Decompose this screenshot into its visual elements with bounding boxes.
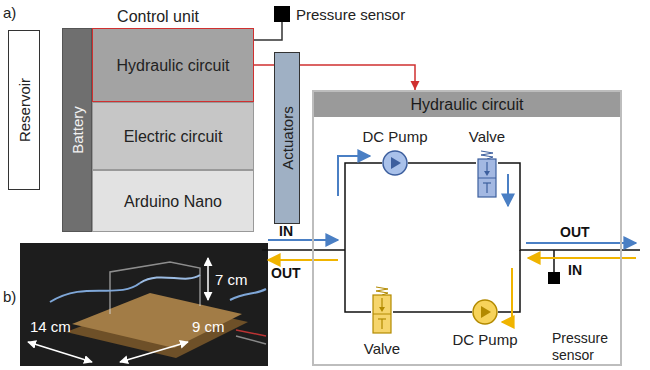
- free-label: OUT: [560, 224, 590, 241]
- control-unit-box: Control unitBatteryHydraulic circuitElec…: [62, 28, 254, 232]
- node-label: Actuators: [279, 106, 296, 169]
- pipe: [262, 249, 345, 251]
- flow-arrow: [528, 257, 636, 259]
- pump-body: [383, 151, 407, 175]
- reservoir-box: Reservoir: [8, 30, 40, 190]
- node-label: Reservoir: [16, 78, 33, 142]
- pump-symbol: DC Pump: [472, 299, 498, 325]
- valve-block: [378, 318, 386, 319]
- node-label: Valve: [364, 340, 400, 357]
- free-label: 14 cm: [30, 318, 71, 335]
- sensor-line: [553, 250, 555, 272]
- flow-arrow: [268, 259, 338, 261]
- valve-spring: [481, 151, 493, 159]
- pump-mark: [391, 157, 401, 169]
- flow-arrow: [268, 239, 338, 241]
- dimension-line: [120, 342, 188, 362]
- photo-tube: [230, 289, 266, 300]
- free-label: 9 cm: [192, 318, 225, 335]
- photo-tube: [140, 275, 200, 283]
- node-label: Control unit: [117, 8, 199, 25]
- node-label: DC Pump: [452, 331, 517, 348]
- valve-block: [486, 183, 487, 193]
- connector: [408, 163, 476, 164]
- pump-symbol: [382, 150, 408, 176]
- valve-arrow: [484, 171, 490, 176]
- valve-body: [373, 295, 391, 333]
- photo-board: [72, 293, 242, 348]
- connector-line: [254, 22, 282, 40]
- valve-symbol: [371, 286, 393, 334]
- pipe: [345, 163, 382, 250]
- device-photo: [20, 243, 268, 366]
- node-label: Battery: [69, 106, 86, 154]
- connector-line: [393, 311, 472, 313]
- valve-block: [483, 182, 491, 183]
- valve-block: [381, 319, 382, 329]
- photo-housing: [110, 262, 200, 314]
- free-label: IN: [568, 262, 582, 279]
- node-label: Valve: [469, 128, 505, 145]
- valve-divider: [478, 178, 496, 179]
- connector-line: [408, 162, 476, 164]
- pipe: [345, 250, 371, 312]
- photo-wire: [236, 336, 266, 344]
- dimension-line: [28, 342, 92, 362]
- free-label: IN: [279, 223, 293, 240]
- pressure-sensor: Pressure sensor: [548, 272, 560, 284]
- arduino-box: Arduino Nano: [92, 170, 254, 232]
- node-label: Arduino Nano: [124, 193, 222, 210]
- node-label: DC Pump: [362, 128, 427, 145]
- node-label: Pressure sensor: [552, 330, 612, 364]
- valve-symbol: Valve: [371, 286, 393, 334]
- pipe: [498, 250, 520, 312]
- dimension-line: [207, 258, 209, 300]
- free-label: a): [3, 4, 16, 21]
- pump-body: [473, 300, 497, 324]
- valve-arrow: [379, 307, 385, 312]
- connector: [393, 312, 472, 313]
- valve-symbol: [476, 150, 498, 198]
- valve-body: [478, 159, 496, 197]
- flow-arrow: [502, 268, 512, 322]
- valve-symbol: Valve: [476, 150, 498, 198]
- photo-wire: [236, 330, 266, 336]
- electric-box: Electric circuit: [92, 102, 254, 170]
- node-label: Electric circuit: [124, 128, 223, 145]
- pressure-sensor: Pressure sensor: [274, 6, 290, 22]
- node-label: Hydraulic circuit: [117, 57, 230, 74]
- node-label: Hydraulic circuit: [314, 92, 620, 117]
- connector: [254, 22, 282, 40]
- pump-symbol: DC Pump: [382, 150, 408, 176]
- flow-arrow: [507, 174, 509, 206]
- photo-tube: [50, 283, 140, 302]
- battery-band: Battery: [62, 28, 92, 232]
- pump-symbol: [472, 299, 498, 325]
- flow-arrow: [526, 242, 636, 244]
- arrow-head: [411, 81, 420, 90]
- pump-mark: [481, 306, 491, 318]
- actuators-box: Actuators: [274, 52, 300, 224]
- free-label: OUT: [271, 265, 301, 282]
- pipe: [498, 163, 640, 250]
- node-label: Pressure sensor: [296, 6, 405, 23]
- valve-spring: [376, 287, 388, 295]
- flow-arrow: [338, 156, 370, 196]
- valve-divider: [373, 314, 391, 315]
- free-label: 7 cm: [215, 271, 248, 288]
- hydraulic-box: Hydraulic circuit: [92, 28, 254, 102]
- free-label: b): [3, 288, 16, 305]
